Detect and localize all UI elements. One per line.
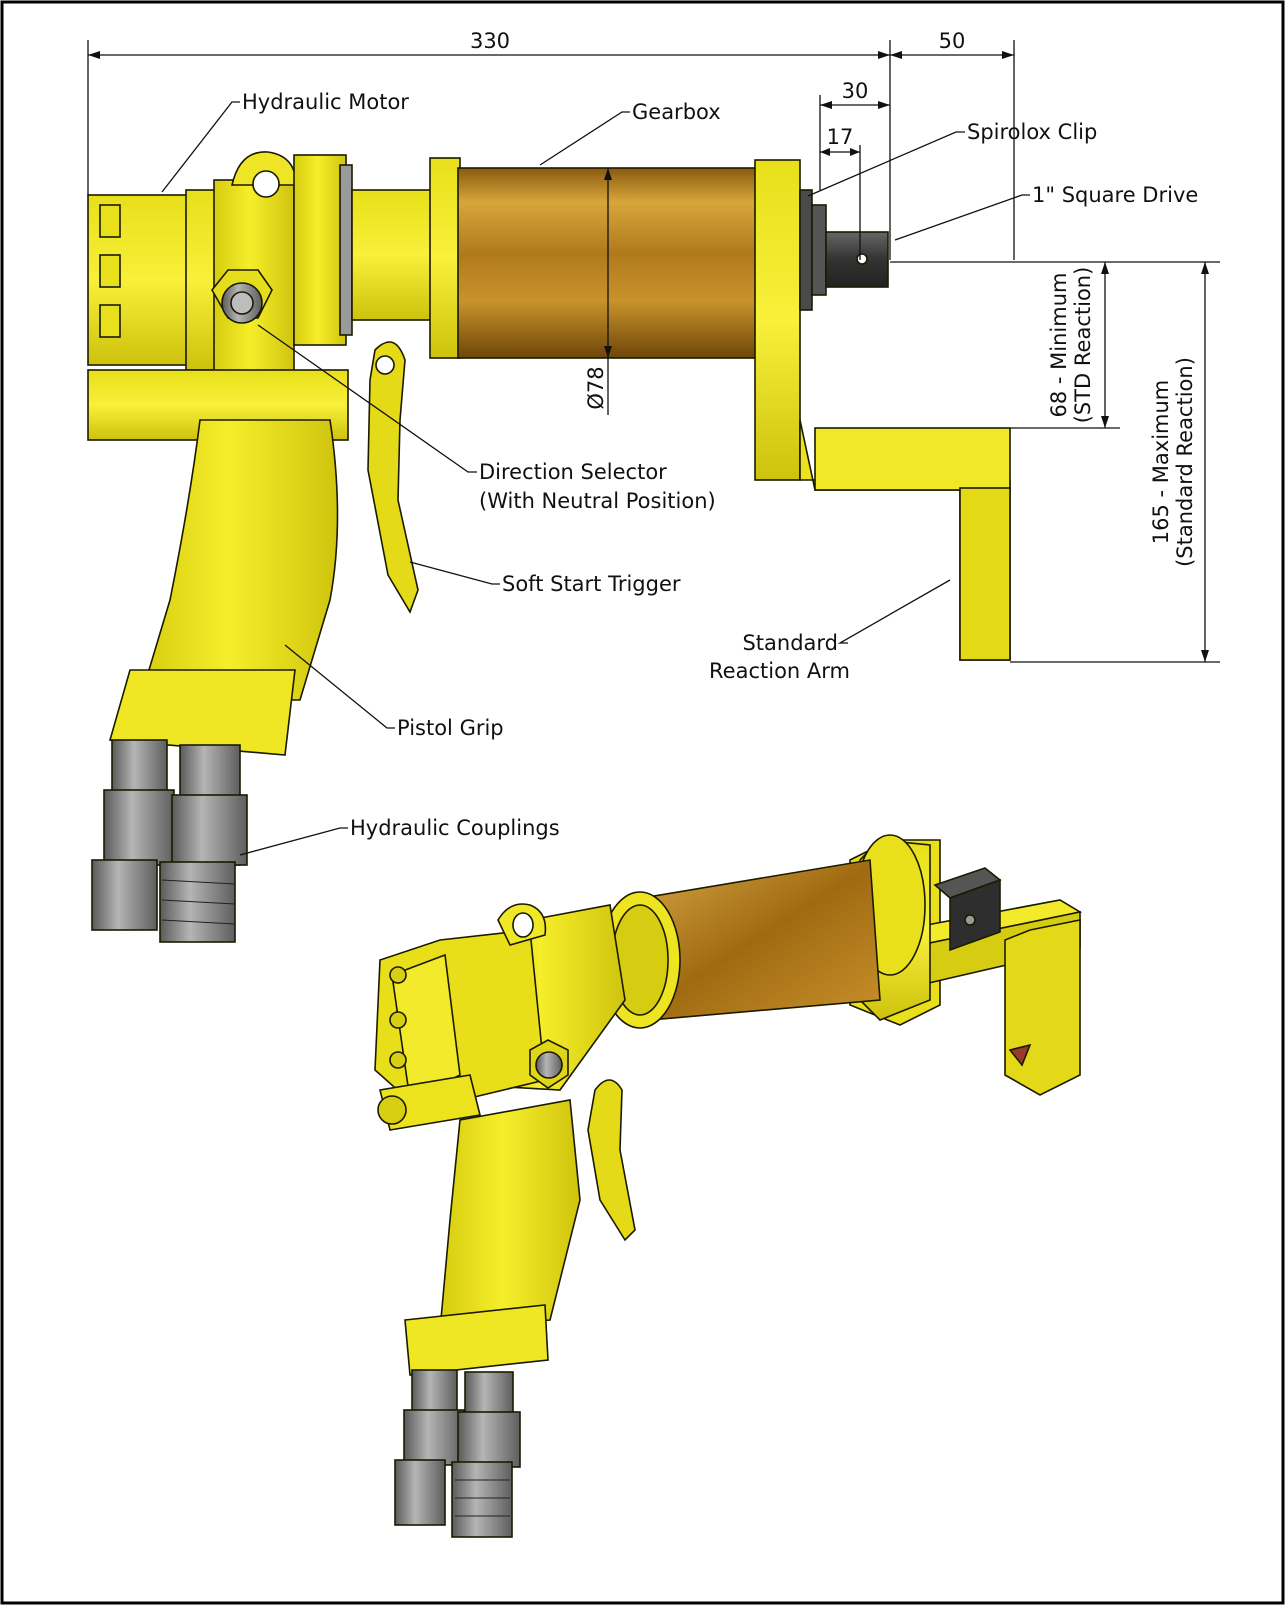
dim-drive-length: 30: [842, 79, 869, 103]
dim-drive-extension: 50: [939, 29, 966, 53]
trigger-part: [367, 341, 419, 614]
side-view: [87, 151, 1011, 943]
label-direction-selector-note: (With Neutral Position): [479, 489, 716, 513]
label-standard-reaction-arm-1: Standard: [742, 631, 838, 655]
couplings-part: [91, 739, 248, 943]
reaction-arm-part: [754, 159, 1011, 661]
iso-grip: [404, 1099, 581, 1376]
dim-overall-length: 330: [470, 29, 510, 53]
label-hydraulic-couplings: Hydraulic Couplings: [350, 816, 560, 840]
iso-gearbox: [599, 859, 881, 1029]
hydraulic-motor-part: [87, 151, 433, 381]
dimension-lines: [87, 40, 1220, 663]
dim-min-reaction: 68 - Minimum: [1047, 273, 1071, 418]
dim-clip-offset: 17: [827, 125, 854, 149]
label-standard-reaction-arm-2: Reaction Arm: [709, 659, 850, 683]
iso-square-drive: [933, 867, 1002, 952]
dim-gearbox-diameter: Ø78: [584, 366, 608, 409]
label-hydraulic-motor: Hydraulic Motor: [242, 90, 409, 114]
label-square-drive: 1" Square Drive: [1032, 183, 1198, 207]
direction-selector-part: [211, 269, 273, 324]
label-gearbox: Gearbox: [632, 100, 721, 124]
dimension-text: 330 50 30 17 Ø78 68 - Minimum (STD React…: [470, 29, 1197, 567]
label-pistol-grip: Pistol Grip: [397, 716, 504, 740]
square-drive-part: [799, 189, 889, 311]
iso-trigger: [587, 1079, 636, 1242]
callout-text: Hydraulic Motor Gearbox Spirolox Clip 1"…: [242, 90, 1198, 840]
label-spirolox-clip: Spirolox Clip: [967, 120, 1097, 144]
label-direction-selector: Direction Selector: [479, 460, 667, 484]
iso-couplings: [394, 1369, 521, 1538]
iso-motor: [374, 903, 626, 1131]
leader-lines: [161, 101, 1030, 856]
gearbox-part: [429, 157, 759, 359]
dim-min-reaction-note: (STD Reaction): [1071, 267, 1095, 424]
isometric-view: [374, 834, 1083, 1538]
dim-max-reaction-note: (Standard Reaction): [1173, 357, 1197, 567]
pistol-grip-part: [87, 369, 349, 756]
label-soft-start-trigger: Soft Start Trigger: [502, 572, 681, 596]
dim-max-reaction: 165 - Maximum: [1149, 380, 1173, 544]
